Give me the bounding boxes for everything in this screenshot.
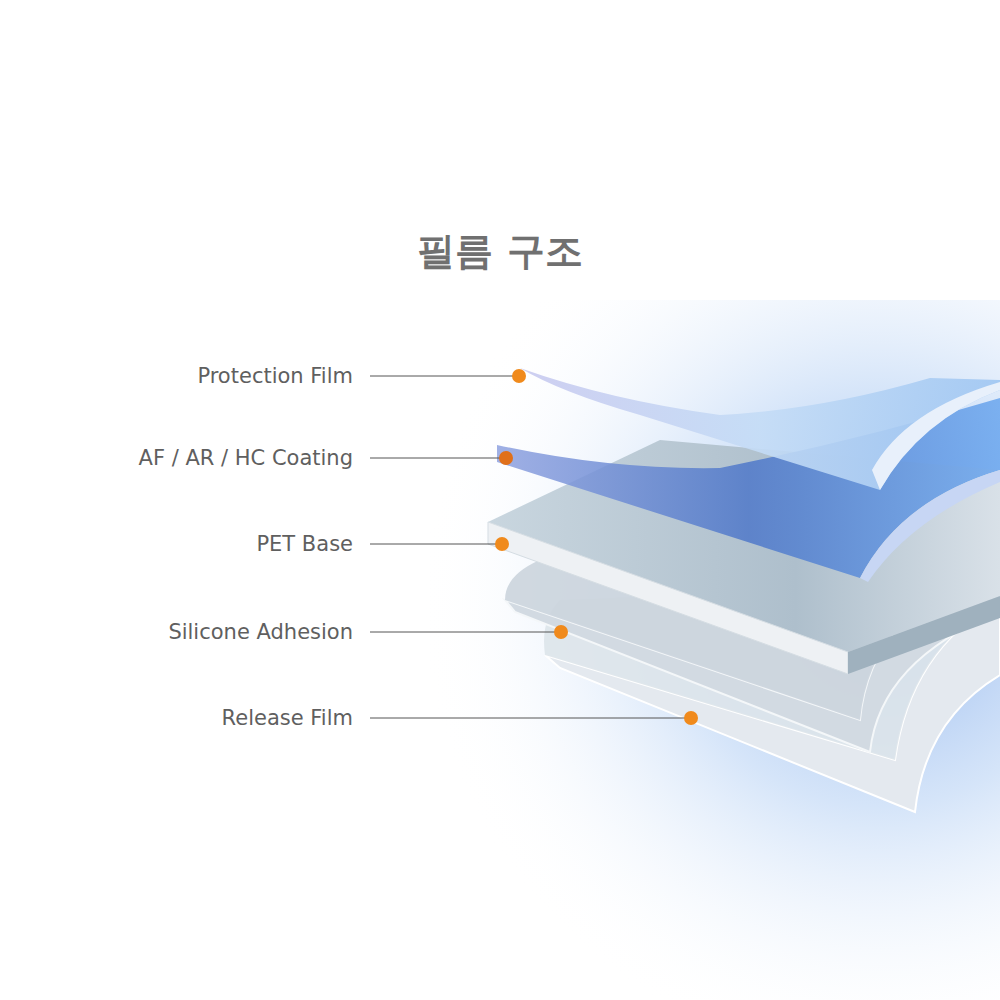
callout-dot (554, 625, 568, 639)
layer-label: Protection Film (197, 364, 353, 388)
protection-layer (520, 368, 1000, 490)
leader-line (370, 718, 685, 719)
pet-side (848, 596, 1000, 674)
layer-label: Silicone Adhesion (168, 620, 353, 644)
callout-dot (684, 711, 698, 725)
callout-dot (495, 537, 509, 551)
layer-label: PET Base (256, 532, 353, 556)
layer-label: Release Film (222, 706, 353, 730)
callout-dot (499, 451, 513, 465)
callout-dot (512, 369, 526, 383)
leader-line (370, 376, 513, 377)
leader-line (370, 632, 555, 633)
diagram-title: 필름 구조 (0, 226, 1000, 277)
background-glow (360, 300, 1000, 1000)
protection-edge (872, 382, 1000, 490)
leader-line (370, 458, 500, 459)
leader-line (370, 544, 496, 545)
layer-label: AF / AR / HC Coating (139, 446, 353, 470)
